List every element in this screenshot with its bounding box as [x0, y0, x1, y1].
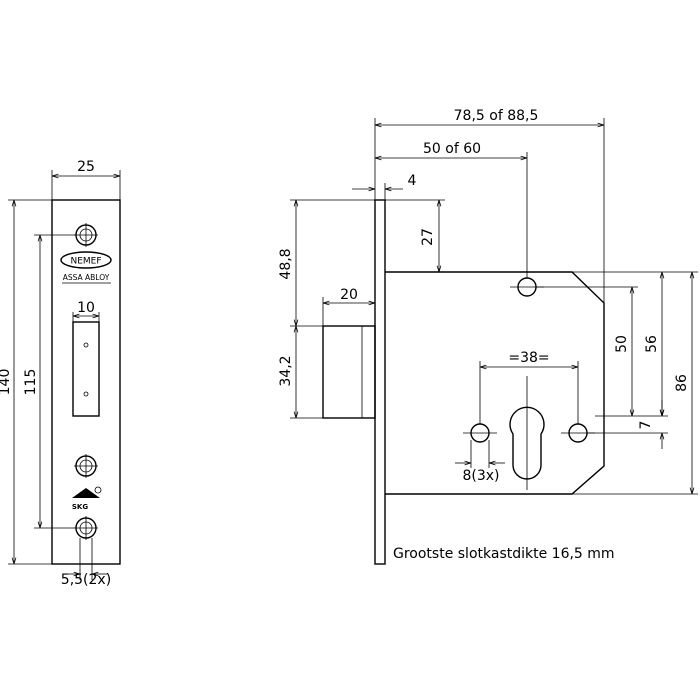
bolt-height-label: 34,2: [278, 355, 294, 386]
backset-label: 50 of 60: [423, 141, 481, 157]
skg-mark: SKG: [72, 486, 102, 511]
dim-cylinder-spacing: =38=: [479, 350, 579, 424]
screw-hole-middle: [74, 454, 98, 478]
side-view: 78,5 of 88,5 50 of 60 4 27 48,8: [278, 108, 698, 565]
dim-7: 7: [587, 400, 668, 449]
dim-56: 56: [572, 271, 698, 416]
case-thickness-note: Grootste slotkastdikte 16,5 mm: [393, 546, 615, 562]
dim-screw-hole: 5,5(2x): [61, 538, 111, 588]
lock-case: [385, 271, 605, 495]
dim-bolt-height: 34,2: [278, 326, 323, 419]
dim-48-8: 48,8: [278, 199, 375, 327]
dim-bolt-throw: 20: [322, 287, 375, 326]
backset-total-label: 78,5 of 88,5: [454, 108, 539, 124]
screw-hole-label: 5,5(2x): [61, 572, 111, 588]
faceplate-side: [374, 199, 386, 565]
dim-front-height-screws: 115: [23, 234, 76, 529]
dim-86: 86: [572, 272, 698, 495]
dim-86-label: 86: [674, 374, 690, 392]
cylinder-profile: [509, 406, 545, 480]
brand-sub-text: ASSA ABLOY: [63, 273, 110, 282]
holes-label: 8(3x): [462, 468, 499, 484]
dim-latch-width: 10: [72, 300, 100, 322]
screw-hole-top: [74, 223, 98, 247]
dim-backset: 50 of 60: [375, 141, 528, 278]
front-height-screws-label: 115: [23, 369, 39, 396]
dim-backset-total: 78,5 of 88,5: [374, 108, 605, 303]
skg-keyhole-icon: [72, 488, 100, 498]
brand-logo-text: NEMEF: [70, 257, 101, 267]
bolt-throw-label: 20: [340, 287, 358, 303]
faceplate-thickness-label: 4: [408, 173, 417, 189]
nemef-logo: NEMEF ASSA ABLOY: [60, 251, 112, 284]
dim-27-label: 27: [420, 228, 436, 246]
front-height-total-label: 140: [0, 369, 13, 396]
dim-50: 50: [536, 286, 668, 417]
dim-7-label: 7: [638, 421, 654, 430]
front-view: NEMEF ASSA ABLOY 10 SKG: [0, 159, 121, 588]
dim-48-8-label: 48,8: [278, 248, 294, 279]
dim-27: 27: [385, 199, 445, 272]
deadbolt: [322, 325, 376, 419]
cert-label: SKG: [72, 503, 88, 511]
latch-slot: [72, 321, 100, 417]
dim-holes: 8(3x): [455, 440, 505, 484]
cylinder-spacing-label: =38=: [508, 350, 549, 366]
latch-width-label: 10: [77, 300, 95, 316]
faceplate-front: [51, 199, 121, 565]
front-width-label: 25: [77, 159, 95, 175]
screw-hole-bottom: [74, 516, 98, 540]
dim-faceplate-thickness: 4: [352, 173, 417, 200]
dim-56-label: 56: [644, 335, 660, 353]
dim-front-width: 25: [51, 159, 121, 200]
case-hole-left: [463, 423, 497, 443]
dim-50-label: 50: [614, 335, 630, 353]
dim-front-height-total: 140: [0, 199, 52, 565]
